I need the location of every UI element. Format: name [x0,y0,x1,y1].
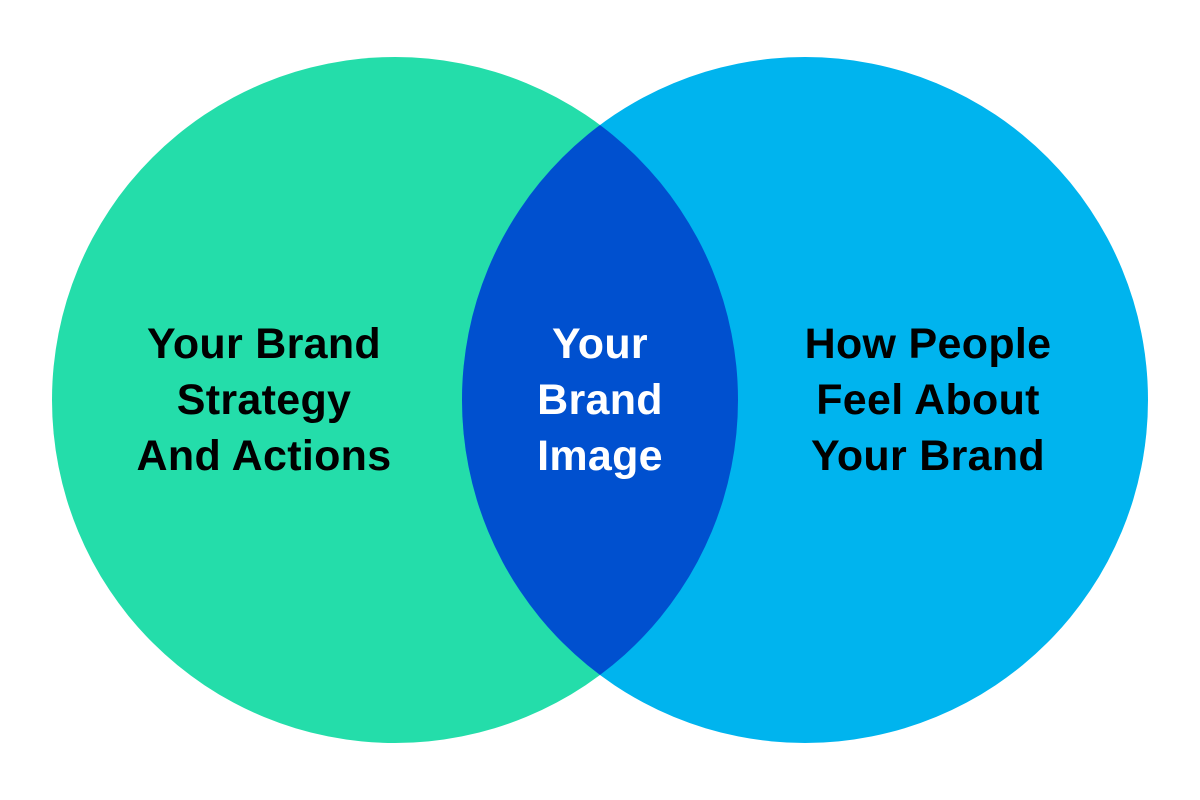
intersection-label: Your Brand Image [490,316,710,484]
left-label-line-1: Your Brand [147,320,381,368]
intersection-label-line-2: Brand [537,376,663,424]
intersection-region [462,57,738,743]
right-label-line-1: How People [804,320,1052,368]
right-label-line-2: Feel About [816,376,1040,424]
intersection-label-line-3: Image [537,432,663,480]
left-label-line-2: Strategy [176,376,352,424]
right-circle-label: How People Feel About Your Brand [758,316,1098,484]
right-label-line-3: Your Brand [811,432,1045,480]
left-circle-label: Your Brand Strategy And Actions [94,316,434,484]
intersection-label-line-1: Your [552,320,648,368]
left-label-line-3: And Actions [136,432,392,480]
